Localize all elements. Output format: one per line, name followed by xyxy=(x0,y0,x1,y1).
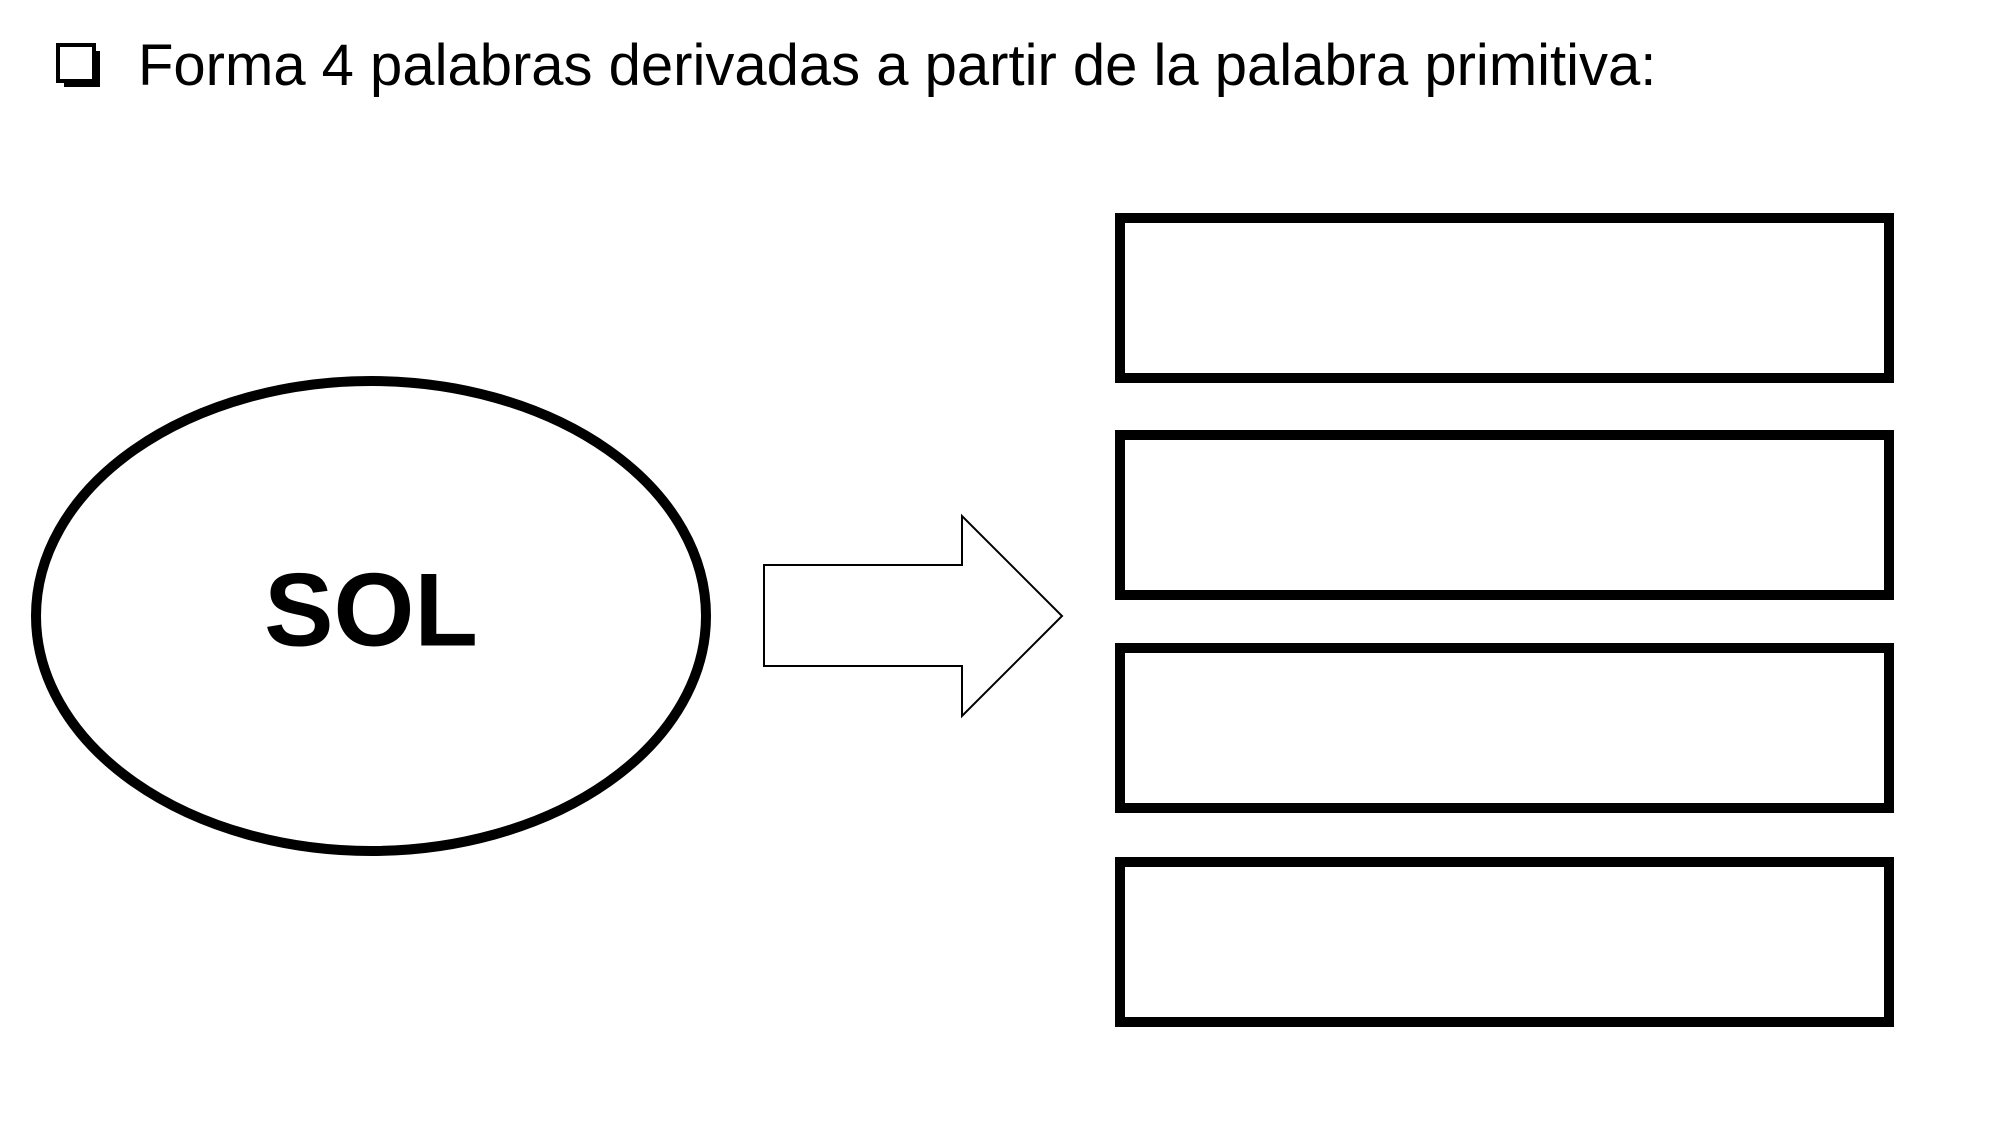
answer-box-4[interactable] xyxy=(1115,857,1894,1027)
primitive-word: SOL xyxy=(264,552,478,668)
primitive-word-ellipse xyxy=(31,376,711,856)
answer-box-3[interactable] xyxy=(1115,643,1894,813)
instruction-row: Forma 4 palabras derivadas a partir de l… xyxy=(56,28,1656,104)
instruction-text: Forma 4 palabras derivadas a partir de l… xyxy=(138,33,1657,98)
right-arrow-icon xyxy=(763,513,1064,719)
answer-box-1[interactable] xyxy=(1115,213,1894,383)
answer-box-2[interactable] xyxy=(1115,430,1894,600)
checkbox-icon xyxy=(56,43,100,87)
